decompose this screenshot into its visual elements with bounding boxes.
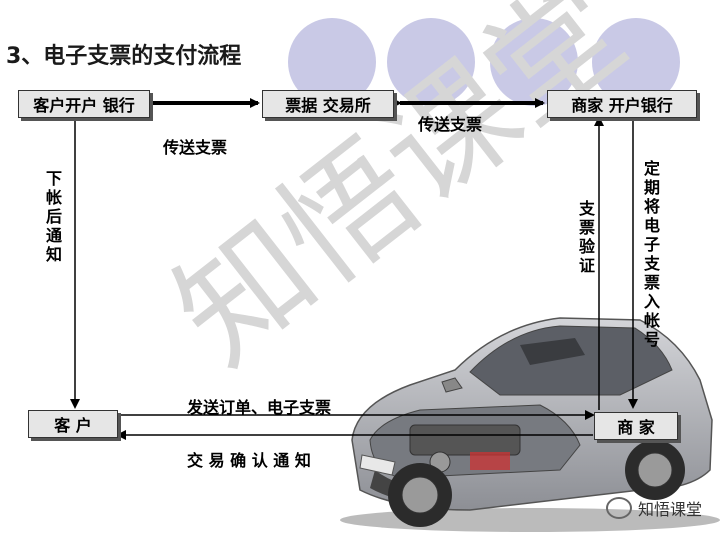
brand-label: 知悟课堂 — [637, 500, 702, 519]
edge-label-send-order: 发送订单、电子支票 — [187, 398, 332, 417]
exchange-node: 票据 交易所 — [262, 90, 394, 118]
edge-label-periodic-deposit: 定期将电子支票入帐号 — [641, 160, 660, 350]
merchant-bank-node: 商家 开户银行 — [547, 90, 697, 118]
merchant-node: 商 家 — [594, 412, 678, 440]
wechat-icon — [605, 497, 632, 519]
edge-label-send-check-left: 传送支票 — [163, 138, 228, 157]
brand-mark: 知悟课堂 — [605, 496, 702, 520]
page-title: 3、电子支票的支付流程 — [6, 44, 242, 69]
edge-label-send-check-right: 传送支票 — [418, 115, 483, 134]
decor-circle — [387, 18, 475, 106]
edge-label-post-notice: 下帐后通知 — [43, 170, 62, 265]
customer-node: 客 户 — [28, 410, 118, 438]
edge-label-trade-confirm: 交 易 确 认 通 知 — [187, 451, 311, 470]
edge-label-check-verify: 支票验证 — [576, 200, 595, 276]
customer-bank-node: 客户开户 银行 — [18, 90, 150, 118]
